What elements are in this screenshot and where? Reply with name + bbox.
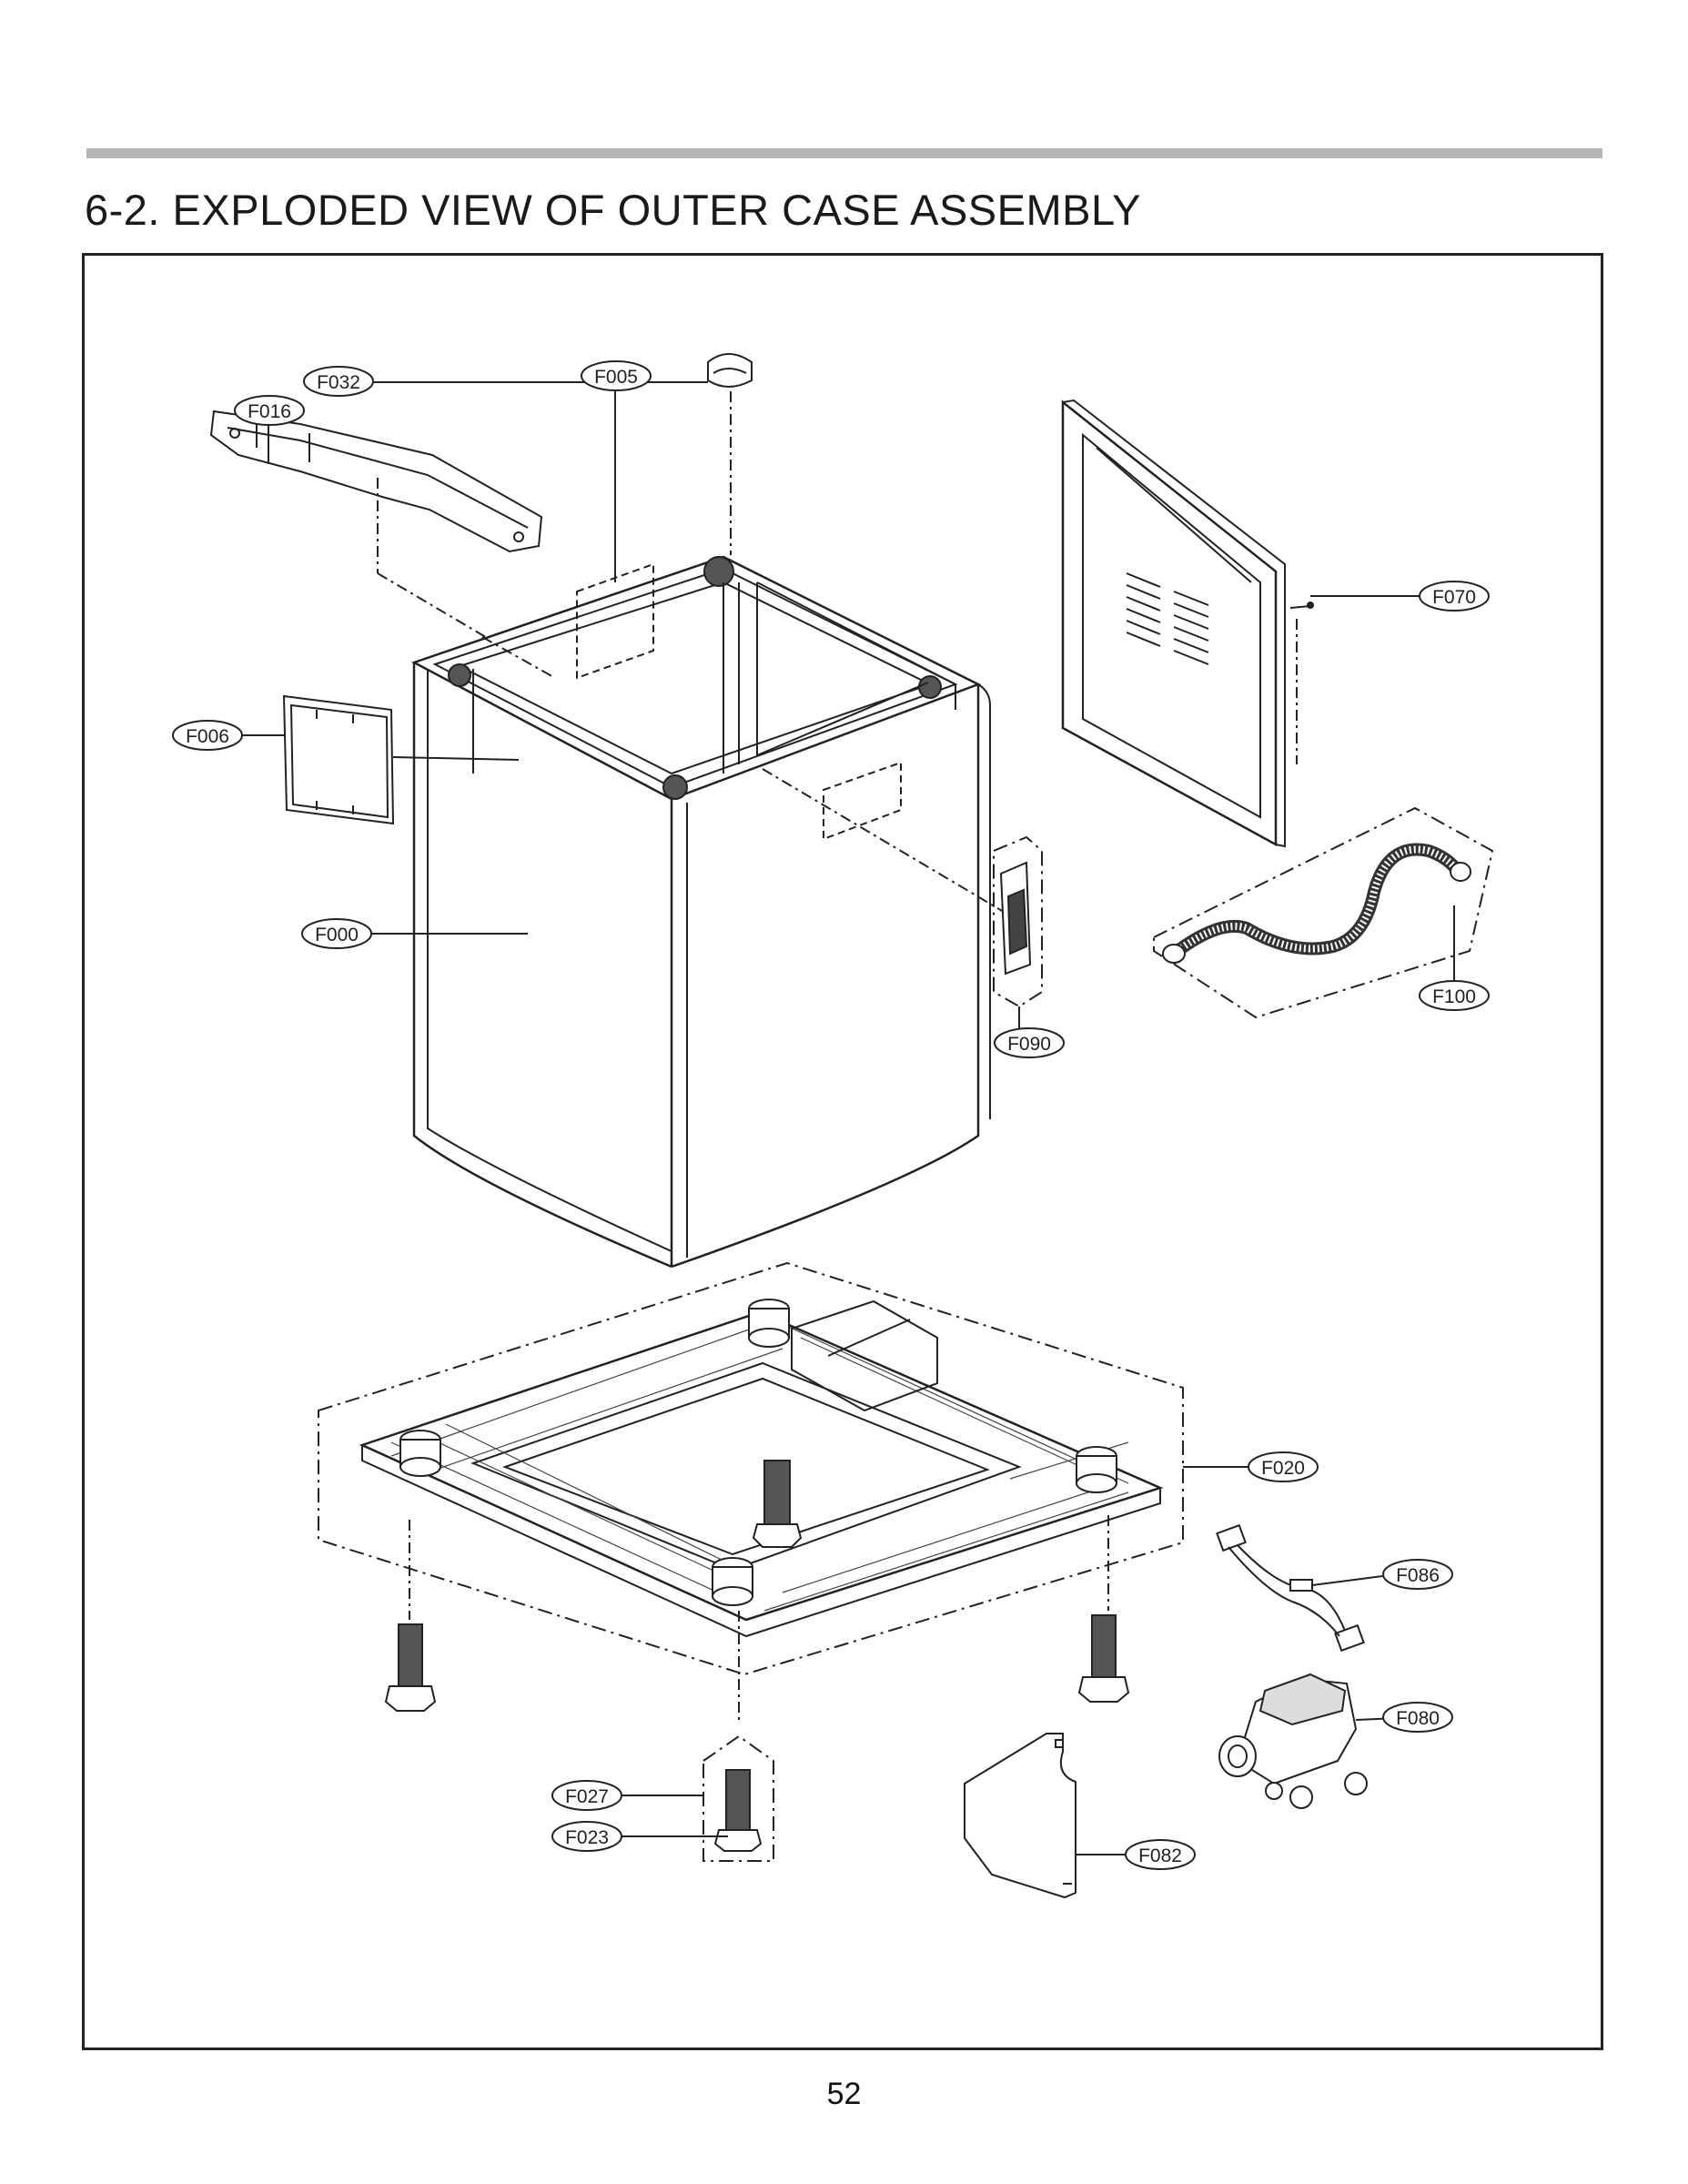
svg-text:F016: F016 bbox=[248, 401, 291, 422]
page-number: 52 bbox=[826, 2077, 862, 2111]
header-rule bbox=[86, 148, 1602, 158]
callout-f006: F006 bbox=[172, 720, 284, 751]
callout-f082: F082 bbox=[1125, 1839, 1196, 1870]
part-leveling-feet bbox=[384, 1460, 1130, 1862]
svg-text:F005: F005 bbox=[594, 367, 638, 388]
part-f070-rear-cover bbox=[1061, 399, 1438, 848]
diagram-frame bbox=[82, 253, 1603, 2050]
callout-f023: F023 bbox=[551, 1821, 622, 1852]
part-f032-clamp bbox=[707, 353, 753, 555]
callout-f080: F080 bbox=[1382, 1702, 1453, 1733]
svg-text:F070: F070 bbox=[1432, 587, 1476, 608]
callout-f100: F100 bbox=[1419, 980, 1490, 1011]
part-f082-plate bbox=[964, 1733, 1128, 1899]
svg-text:F080: F080 bbox=[1396, 1708, 1440, 1729]
svg-text:F032: F032 bbox=[317, 372, 360, 393]
svg-text:F000: F000 bbox=[315, 925, 359, 945]
callout-f000: F000 bbox=[301, 918, 372, 949]
callout-f005: F005 bbox=[581, 360, 652, 391]
part-f100-hose bbox=[1153, 806, 1494, 1019]
svg-text:F082: F082 bbox=[1138, 1845, 1182, 1866]
part-f086-harness bbox=[1216, 1523, 1398, 1653]
svg-text:F020: F020 bbox=[1261, 1458, 1305, 1479]
callout-f032: F032 bbox=[303, 366, 374, 397]
part-f016-bracket bbox=[209, 400, 556, 679]
part-f020-base bbox=[318, 1261, 1254, 1676]
part-f080-pump bbox=[1218, 1673, 1398, 1809]
part-f006-pad bbox=[282, 694, 395, 825]
callout-f020: F020 bbox=[1248, 1451, 1319, 1482]
callout-f027: F027 bbox=[551, 1780, 622, 1811]
callout-f086: F086 bbox=[1382, 1559, 1453, 1590]
callout-f090: F090 bbox=[994, 1027, 1065, 1058]
page-title: 6-2. EXPLODED VIEW OF OUTER CASE ASSEMBL… bbox=[85, 186, 1141, 234]
svg-text:F100: F100 bbox=[1432, 986, 1476, 1007]
svg-text:F023: F023 bbox=[565, 1827, 609, 1848]
part-f000-cabinet bbox=[371, 555, 1009, 1269]
callout-f016: F016 bbox=[234, 395, 305, 426]
svg-text:F090: F090 bbox=[1007, 1034, 1051, 1055]
part-f090-clip bbox=[993, 835, 1043, 1028]
svg-text:F086: F086 bbox=[1396, 1565, 1440, 1586]
callout-f070: F070 bbox=[1419, 581, 1490, 612]
svg-text:F006: F006 bbox=[186, 726, 229, 747]
svg-text:F027: F027 bbox=[565, 1786, 609, 1807]
